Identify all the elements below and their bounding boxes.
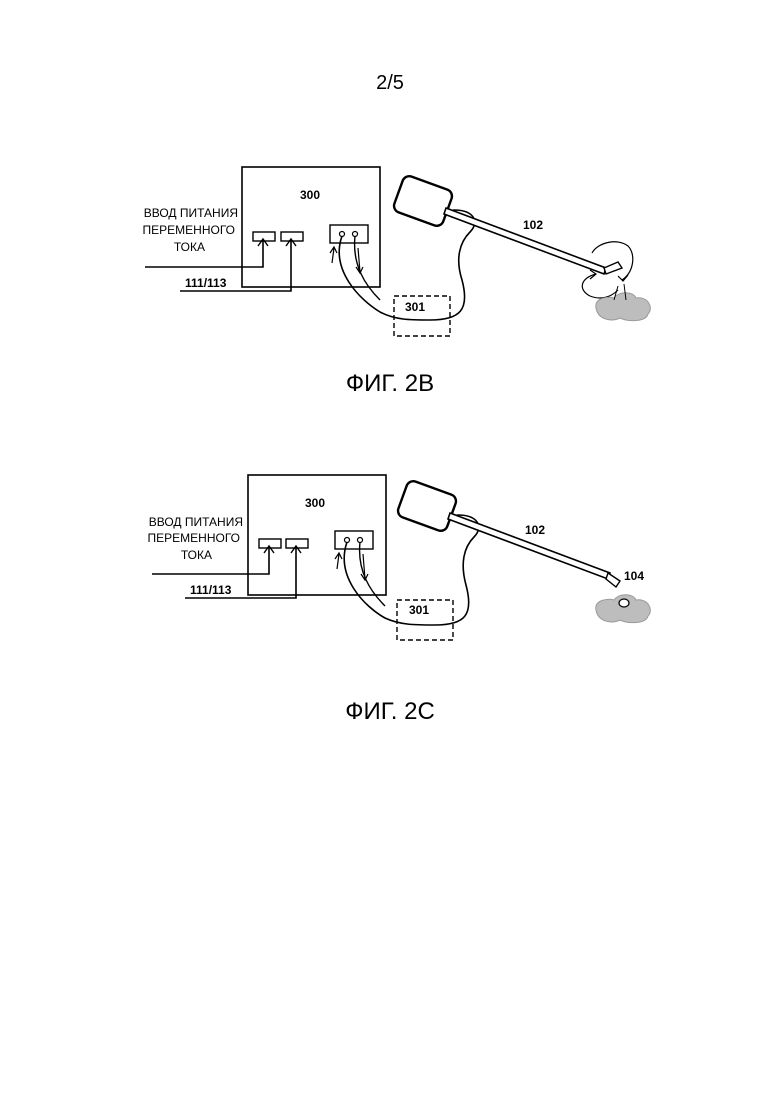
figure-caption-2b: ФИГ. 2B [0,370,780,398]
probe-tip [604,262,622,274]
line-label: 111/113 [185,276,227,290]
input-label-line-1: ВВОД ПИТАНИЯ [149,515,243,529]
input-label-line-2: ПЕРЕМЕННОГО [148,531,240,545]
probe-label: 102 [525,523,545,537]
rotation-arrow-icon [582,274,618,298]
rotation-arrow-icon [592,242,633,280]
ablation-spot [619,599,629,607]
probe-tip [606,573,620,587]
input-label-line-3: ТОКА [181,548,212,562]
handpiece-handle [392,174,454,227]
line-label: 111/113 [190,583,232,597]
unit-label: 300 [305,496,325,510]
figure-2c: 300 ВВОД ПИТАНИЯ ПЕРЕМЕННОГО ТОКА 111/11… [0,455,780,650]
box-label: 301 [409,603,429,617]
input-label-line-1: ВВОД ПИТАНИЯ [144,206,238,220]
probe-label: 102 [523,218,543,232]
tissue [596,293,651,321]
tip-label: 104 [624,569,644,583]
page-number: 2/5 [0,72,780,95]
handpiece-handle [396,479,458,532]
output-port [335,531,373,549]
box-label: 301 [405,300,425,314]
input-label-line-2: ПЕРЕМЕННОГО [143,223,235,237]
figure-caption-2c: ФИГ. 2C [0,698,780,726]
figure-2b: 300 ВВОД ПИТАНИЯ ПЕРЕМЕННОГО ТОКА 111/11… [0,150,780,340]
figure-2b-diagram: 300 ВВОД ПИТАНИЯ ПЕРЕМЕННОГО ТОКА 111/11… [0,150,780,340]
figure-2c-diagram: 300 ВВОД ПИТАНИЯ ПЕРЕМЕННОГО ТОКА 111/11… [0,455,780,650]
output-port [330,225,368,243]
input-label-line-3: ТОКА [174,240,205,254]
arrowhead-icon [618,275,628,281]
unit-label: 300 [300,188,320,202]
